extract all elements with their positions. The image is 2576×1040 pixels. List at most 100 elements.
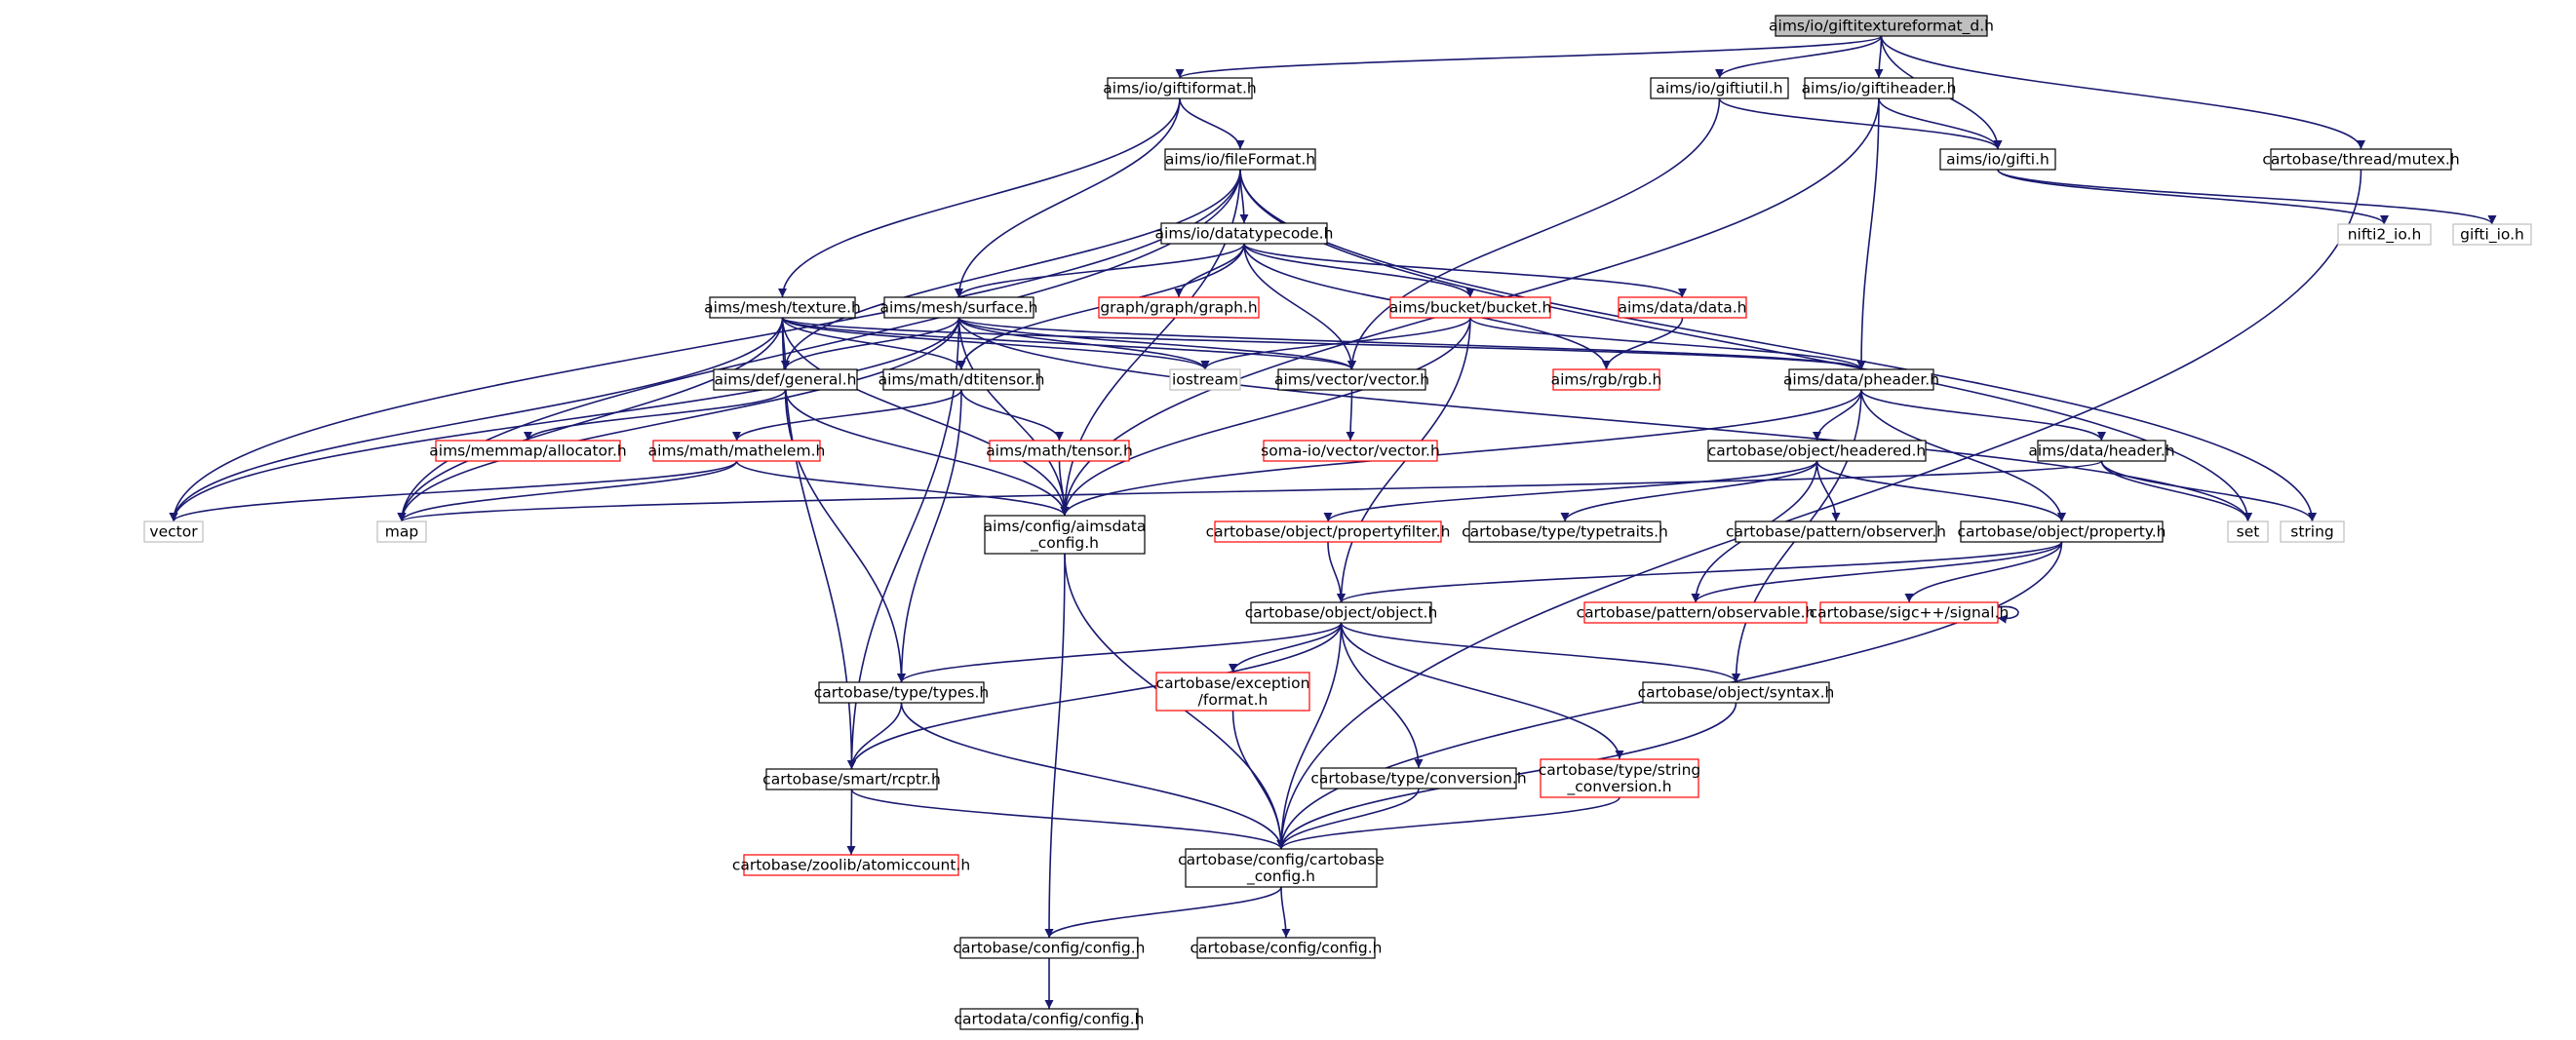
- node-exceptionformat[interactable]: cartobase/exception/format.h: [1155, 672, 1310, 712]
- node-types[interactable]: cartobase/type/types.h: [814, 681, 989, 704]
- node-box-rcptr: [765, 768, 938, 790]
- edge-mathelem-to-map: [397, 460, 738, 522]
- node-allocator[interactable]: aims/memmap/allocator.h: [429, 440, 627, 462]
- node-label-exceptionformat: cartobase/exception: [1156, 674, 1310, 692]
- edge-headered-to-observer: [1815, 460, 1841, 522]
- node-gifti[interactable]: aims/io/gifti.h: [1939, 148, 2056, 171]
- node-data[interactable]: aims/data/data.h: [1618, 296, 1747, 319]
- node-label-cartodataconfig: cartodata/config/config.h: [955, 1011, 1145, 1028]
- node-general[interactable]: aims/def/general.h: [713, 368, 858, 391]
- node-observable[interactable]: cartobase/pattern/observable.h: [1577, 601, 1815, 624]
- node-aimsdataconfig[interactable]: aims/config/aimsdata_config.h: [984, 515, 1147, 555]
- node-headered[interactable]: cartobase/object/headered.h: [1707, 440, 1927, 462]
- node-stringconversion[interactable]: cartobase/type/string_conversion.h: [1539, 758, 1700, 798]
- node-rgb[interactable]: aims/rgb/rgb.h: [1551, 368, 1662, 391]
- edge-object-to-stringconversion: [1340, 622, 1624, 760]
- node-string: string: [2280, 520, 2345, 543]
- node-box-texture: [709, 296, 856, 319]
- node-mutex[interactable]: cartobase/thread/mutex.h: [2262, 148, 2460, 171]
- node-texture[interactable]: aims/mesh/texture.h: [704, 296, 861, 319]
- node-config1[interactable]: cartobase/config/config.h: [954, 937, 1146, 959]
- edge-exceptionformat-to-cartobaseconfig: [1231, 710, 1286, 850]
- node-pheader[interactable]: aims/data/pheader.h: [1783, 368, 1939, 391]
- node-mathelem[interactable]: aims/math/mathelem.h: [648, 440, 826, 462]
- edge-header-to-set: [2100, 460, 2252, 522]
- node-tensor[interactable]: aims/math/tensor.h: [986, 440, 1133, 462]
- node-label-nifti2io: nifti2_io.h: [2348, 226, 2422, 245]
- node-giftiheader[interactable]: aims/io/giftiheader.h: [1802, 77, 1957, 99]
- node-property[interactable]: cartobase/object/property.h: [1957, 520, 2166, 543]
- edge-vectorh-to-somavector: [1346, 389, 1355, 442]
- edge-propertyfilter-to-object: [1327, 541, 1346, 603]
- edge-property-to-signal: [1904, 541, 2063, 603]
- node-datatypecode[interactable]: aims/io/datatypecode.h: [1155, 222, 1334, 245]
- node-cartobaseconfig[interactable]: cartobase/config/cartobase_config.h: [1178, 848, 1385, 888]
- node-giftiutil[interactable]: aims/io/giftiutil.h: [1650, 77, 1789, 99]
- node-syntax[interactable]: cartobase/object/syntax.h: [1638, 681, 1835, 704]
- edge-giftiformat-to-texture: [778, 97, 1181, 298]
- edge-gifti-to-nifti2io: [1997, 169, 2389, 225]
- node-signal[interactable]: cartobase/sigc++/signal.h: [1810, 601, 2010, 624]
- node-nifti2io: nifti2_io.h: [2337, 223, 2432, 246]
- node-box-allocator: [435, 440, 621, 462]
- node-box-conversion: [1320, 767, 1517, 790]
- node-rcptr[interactable]: cartobase/smart/rcptr.h: [762, 768, 941, 790]
- node-label-propertyfilter: cartobase/object/propertyfilter.h: [1206, 523, 1451, 541]
- node-box-iostream: [1169, 368, 1241, 391]
- node-box-types: [818, 681, 985, 704]
- edge-headered-to-propertyfilter: [1323, 460, 1818, 522]
- edge-headered-to-property: [1815, 460, 2066, 522]
- node-config2[interactable]: cartobase/config/config.h: [1190, 937, 1383, 959]
- node-box-giftiheader: [1804, 77, 1954, 99]
- node-label-signal: cartobase/sigc++/signal.h: [1810, 604, 2010, 622]
- edge-texture-to-vectorh: [781, 317, 1356, 370]
- node-box-giftiformat: [1107, 77, 1253, 99]
- edge-header-to-string: [2100, 460, 2317, 522]
- node-graph[interactable]: graph/graph/graph.h: [1098, 296, 1260, 319]
- node-conversion[interactable]: cartobase/type/conversion.h: [1310, 767, 1527, 790]
- node-label-cartobaseconfig: cartobase/config/cartobase: [1178, 851, 1385, 868]
- node-vector: vector: [143, 520, 204, 543]
- edge-texture-to-map: [397, 317, 784, 522]
- node-box-giftiutil: [1650, 77, 1789, 99]
- node-somavector[interactable]: soma-io/vector/vector.h: [1261, 440, 1440, 462]
- node-vectorh[interactable]: aims/vector/vector.h: [1274, 368, 1429, 391]
- node-atomiccount[interactable]: cartobase/zoolib/atomiccount.h: [732, 854, 970, 876]
- node-box-fileformat: [1164, 148, 1316, 171]
- node-box-string: [2280, 520, 2345, 543]
- node-bucket[interactable]: aims/bucket/bucket.h: [1389, 296, 1552, 319]
- node-giftiio: gifti_io.h: [2452, 223, 2532, 246]
- node-label-root: aims/io/giftitextureformat_d.h: [1769, 18, 1994, 36]
- node-observer[interactable]: cartobase/pattern/observer.h: [1726, 520, 1946, 543]
- node-label-cartobaseconfig: _config.h: [1246, 867, 1315, 886]
- node-box-graph: [1098, 296, 1260, 319]
- node-label-giftiutil: aims/io/giftiutil.h: [1656, 80, 1782, 97]
- node-label-texture: aims/mesh/texture.h: [704, 299, 861, 317]
- node-propertyfilter[interactable]: cartobase/object/propertyfilter.h: [1206, 520, 1451, 543]
- node-typetraits[interactable]: cartobase/type/typetraits.h: [1462, 520, 1668, 543]
- edge-pheader-to-header: [1860, 389, 2106, 442]
- node-dtitensor[interactable]: aims/math/dtitensor.h: [878, 368, 1045, 391]
- edge-dtitensor-to-mathelem: [732, 389, 962, 442]
- node-object[interactable]: cartobase/object/object.h: [1245, 601, 1438, 624]
- node-box-pheader: [1788, 368, 1934, 391]
- node-label-atomiccount: cartobase/zoolib/atomiccount.h: [732, 857, 970, 874]
- node-label-vector: vector: [149, 523, 198, 541]
- edge-mathelem-to-aimsdataconfig: [735, 460, 1070, 517]
- node-box-syntax: [1642, 681, 1830, 704]
- node-cartodataconfig[interactable]: cartodata/config/config.h: [955, 1008, 1145, 1030]
- node-label-graph: graph/graph/graph.h: [1100, 299, 1257, 317]
- edge-surface-to-map: [397, 317, 960, 522]
- edge-giftiformat-to-surface: [955, 97, 1181, 298]
- node-label-somavector: soma-io/vector/vector.h: [1261, 443, 1440, 460]
- node-header[interactable]: aims/data/header.h: [2028, 440, 2175, 462]
- node-surface[interactable]: aims/mesh/surface.h: [880, 296, 1038, 319]
- node-label-vectorh: aims/vector/vector.h: [1274, 371, 1429, 389]
- node-label-config1: cartobase/config/config.h: [954, 940, 1146, 957]
- edge-stringconversion-to-cartobaseconfig: [1276, 796, 1620, 850]
- node-box-map: [376, 520, 427, 543]
- node-fileformat[interactable]: aims/io/fileFormat.h: [1164, 148, 1316, 171]
- node-giftiformat[interactable]: aims/io/giftiformat.h: [1103, 77, 1257, 99]
- node-root[interactable]: aims/io/giftitextureformat_d.h: [1769, 15, 1994, 37]
